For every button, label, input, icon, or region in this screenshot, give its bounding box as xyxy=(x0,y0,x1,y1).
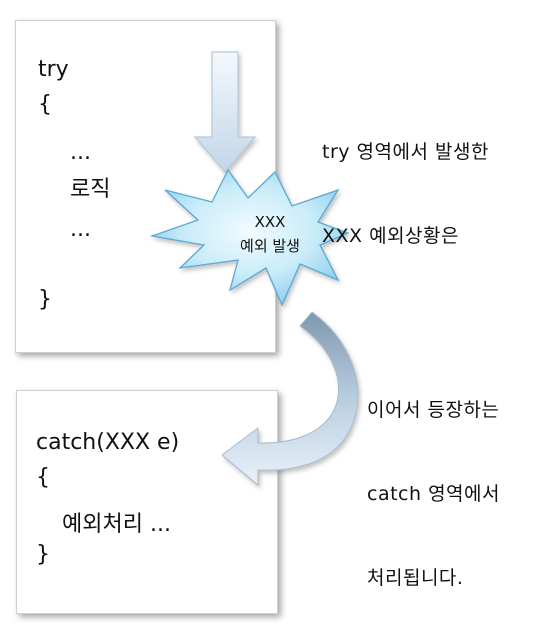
down-arrow-icon xyxy=(193,51,257,173)
try-ellipsis-top: ... xyxy=(70,140,91,165)
catch-header: catch(XXX e) xyxy=(36,430,180,455)
burst-line-1: XXX xyxy=(254,213,286,231)
note-catch: 이어서 등장하는 catch 영역에서 처리됩니다. xyxy=(367,340,500,620)
try-logic-label: 로직 xyxy=(70,177,111,202)
try-close-brace: } xyxy=(38,287,52,312)
curved-arrow-icon xyxy=(221,311,359,487)
note-catch-line-3: 처리됩니다. xyxy=(367,567,464,589)
exception-burst-icon xyxy=(149,168,350,307)
try-open-brace: { xyxy=(38,92,52,117)
burst-label: XXX 예외 발생 xyxy=(215,210,325,258)
note-try-line-2: XXX 예외상황은 xyxy=(322,225,459,247)
catch-open-brace: { xyxy=(36,465,50,490)
note-catch-line-1: 이어서 등장하는 xyxy=(367,399,500,421)
note-try: try 영역에서 발생한 XXX 예외상황은 xyxy=(322,82,489,278)
note-try-line-1: try 영역에서 발생한 xyxy=(322,141,489,163)
burst-line-2: 예외 발생 xyxy=(240,237,300,255)
try-keyword: try xyxy=(38,57,69,82)
try-ellipsis-bottom: ... xyxy=(70,217,91,242)
note-catch-line-2: catch 영역에서 xyxy=(367,483,500,505)
catch-close-brace: } xyxy=(36,542,50,567)
catch-body: 예외처리 ... xyxy=(62,512,171,537)
catch-block-box xyxy=(16,390,278,614)
